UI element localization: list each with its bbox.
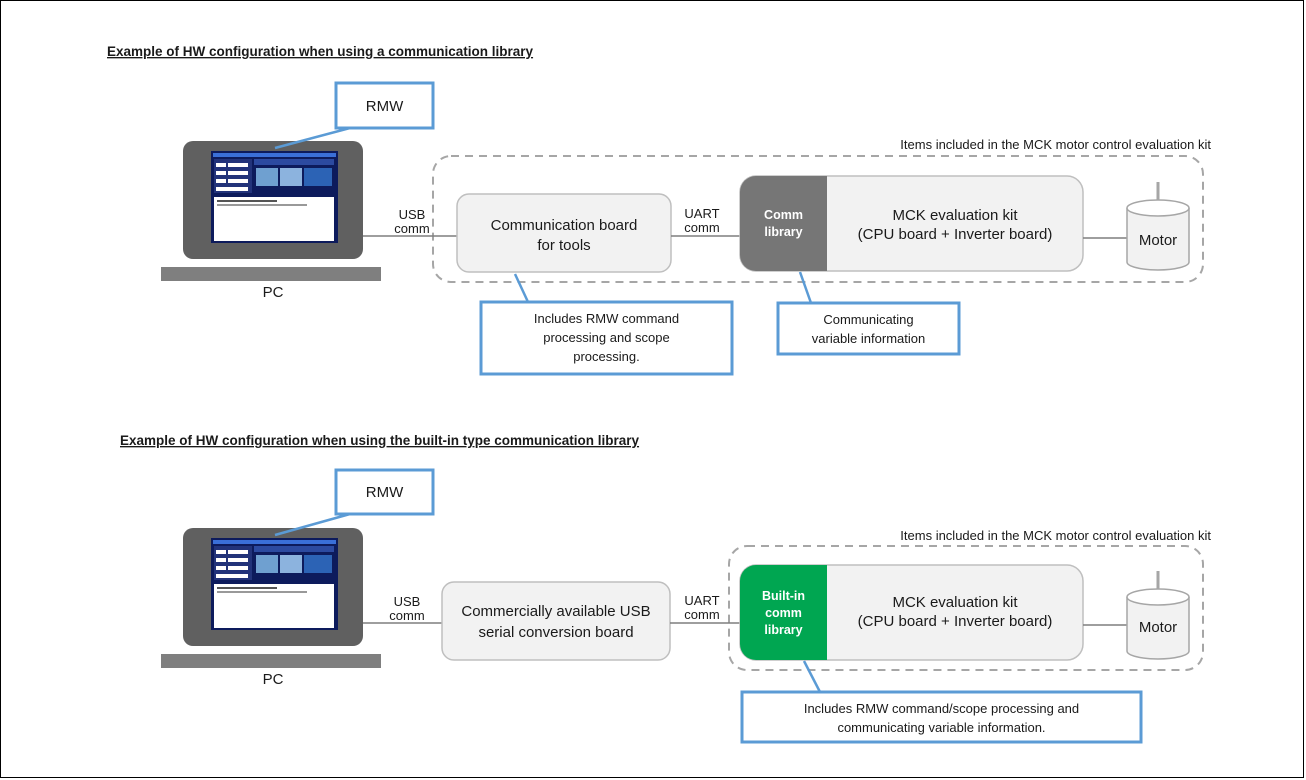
top-lib-label-line2: library <box>764 225 802 239</box>
bottom-rmw-label: RMW <box>366 484 404 501</box>
top-board-callout-line2: processing and scope <box>543 330 669 345</box>
top-usb-comm-line2: comm <box>394 221 429 236</box>
bottom-mck-label-line2: (CPU board + Inverter board) <box>858 613 1053 630</box>
bottom-board-label-line2: serial conversion board <box>478 624 633 641</box>
top-kit-boundary <box>432 155 1204 283</box>
bottom-lib-label-line2: comm <box>765 606 802 620</box>
top-lib-callout-pointer <box>798 271 813 304</box>
top-pc-laptop <box>161 141 381 281</box>
bottom-board-label-line1: Commercially available USB <box>461 603 650 620</box>
bottom-rmw-callout-pointer <box>274 512 351 537</box>
bottom-usb-serial-conversion-board <box>441 581 671 661</box>
top-communication-board <box>456 193 672 273</box>
bottom-kit-caption: Items included in the MCK motor control … <box>900 528 1211 543</box>
top-usb-comm-line1: USB <box>399 207 426 222</box>
top-kit-caption: Items included in the MCK motor control … <box>900 137 1211 152</box>
bottom-pc-laptop <box>161 528 381 668</box>
bottom-lib-callout-line1: Includes RMW command/scope processing an… <box>804 701 1079 716</box>
bottom-uart-comm-line2: comm <box>684 607 719 622</box>
bottom-diagram-title: Example of HW configuration when using t… <box>120 433 640 448</box>
bottom-usb-comm-line2: comm <box>389 608 424 623</box>
top-mck-label-line1: MCK evaluation kit <box>892 207 1018 224</box>
bottom-lib-label-line3: library <box>764 623 802 637</box>
top-rmw-callout <box>334 81 435 130</box>
top-comm-library-block <box>740 176 827 271</box>
top-lib-callout-line2: variable information <box>812 331 925 346</box>
top-board-callout-line1: Includes RMW command <box>534 311 679 326</box>
top-uart-comm-line1: UART <box>684 206 719 221</box>
top-rmw-label: RMW <box>366 98 404 115</box>
top-diagram-title: Example of HW configuration when using a… <box>107 44 534 59</box>
bottom-kit-boundary <box>728 545 1204 671</box>
bottom-rmw-callout <box>334 468 435 516</box>
bottom-pc-label: PC <box>263 671 284 688</box>
bottom-builtin-library-block <box>740 565 827 660</box>
top-board-label-line1: Communication board <box>491 217 638 234</box>
bottom-uart-comm-line1: UART <box>684 593 719 608</box>
bottom-lib-callout-line2: communicating variable information. <box>837 720 1045 735</box>
top-uart-comm-line2: comm <box>684 220 719 235</box>
bottom-usb-comm-line1: USB <box>394 594 421 609</box>
bottom-lib-label-line1: Built-in <box>762 589 805 603</box>
top-board-callout-line3: processing. <box>573 349 639 364</box>
top-motor-cylinder <box>1126 182 1190 271</box>
bottom-motor-label: Motor <box>1139 619 1177 636</box>
bottom-mck-label-line1: MCK evaluation kit <box>892 594 1018 611</box>
top-motor-label: Motor <box>1139 232 1177 249</box>
top-mck-label-line2: (CPU board + Inverter board) <box>858 226 1053 243</box>
top-lib-callout-line1: Communicating <box>823 312 913 327</box>
top-lib-callout <box>776 301 961 356</box>
top-board-label-line2: for tools <box>537 237 590 254</box>
top-rmw-callout-pointer <box>274 126 351 150</box>
top-pc-label: PC <box>263 284 284 301</box>
top-board-callout <box>479 300 734 376</box>
bottom-lib-callout-pointer <box>802 660 822 693</box>
bottom-motor-cylinder <box>1126 571 1190 660</box>
top-board-callout-pointer <box>513 273 530 303</box>
bottom-lib-callout <box>740 690 1143 744</box>
top-lib-label-line1: Comm <box>764 208 803 222</box>
